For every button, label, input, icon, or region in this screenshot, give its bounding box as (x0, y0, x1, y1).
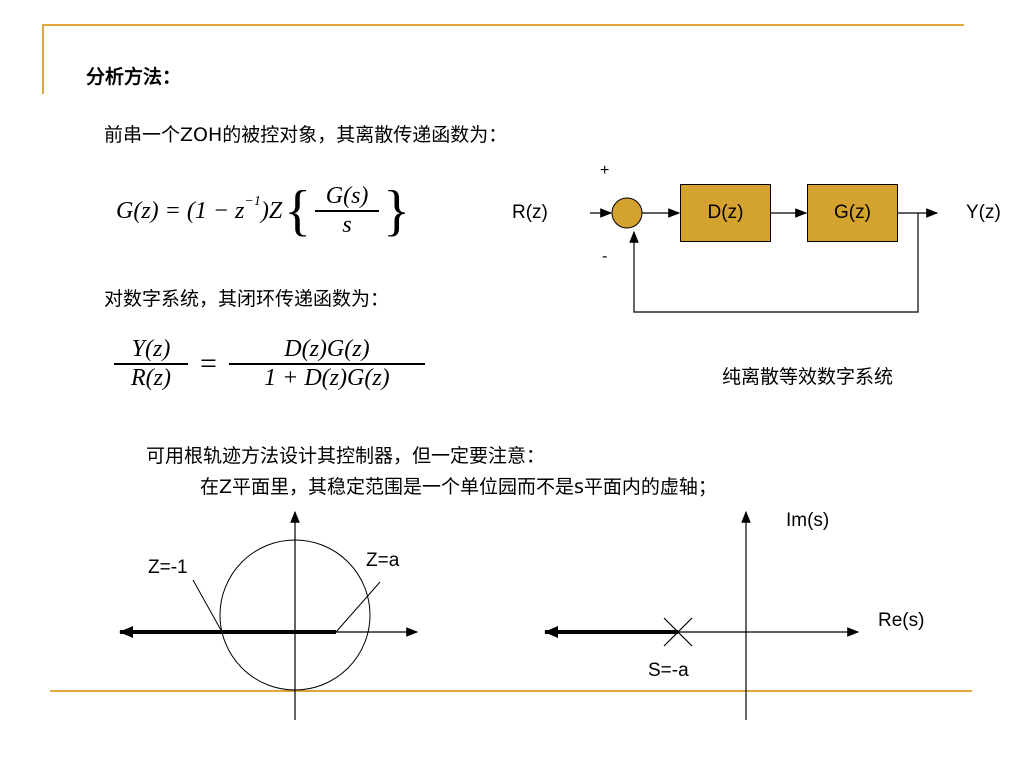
z-a-leader (335, 581, 381, 633)
eq1-lhs: G(z) = (1 − z (116, 197, 245, 224)
pole-cross-b (663, 617, 693, 647)
left-rule (42, 24, 44, 94)
eq2-lhs-denominator: R(z) (131, 364, 171, 391)
plant-block: G(z) (807, 184, 898, 242)
eq2-lhs-fraction: Y(z) R(z) (114, 336, 188, 392)
eq1-rhs: )Z (260, 197, 283, 224)
pole-label: S=-a (648, 660, 689, 681)
top-rule (42, 24, 964, 26)
eq2-rhs-numerator: D(z)G(z) (284, 336, 370, 362)
summing-junction (611, 197, 643, 229)
eq1-left-brace: { (284, 180, 312, 242)
eq2-lhs-numerator: Y(z) (131, 336, 171, 362)
feedback-wire (629, 213, 919, 313)
output-label: Y(z) (966, 202, 1001, 223)
eq2-rhs-bar (228, 363, 425, 365)
z-minus-one-leader (192, 579, 223, 633)
note-stability-region: 在Z平面里，其稳定范围是一个单位园而不是s平面内的虚轴； (200, 476, 717, 498)
input-label: R(z) (512, 202, 548, 223)
controller-block: D(z) (680, 184, 771, 242)
eq1-fraction: G(s) s (315, 183, 380, 239)
eq1-numerator: G(s) (325, 183, 369, 210)
bottom-rule (50, 690, 972, 692)
imag-axis-label: Im(s) (786, 510, 830, 531)
block-diagram-caption: 纯离散等效数字系统 (722, 366, 894, 388)
eq2-rhs-denominator: 1 + D(z)G(z) (264, 364, 390, 391)
eq1-fraction-bar (315, 210, 380, 212)
eq1-exponent: −1 (244, 194, 261, 209)
heading: 分析方法： (86, 66, 182, 88)
plus-sign: + (600, 162, 610, 179)
line-closed-loop-description: 对数字系统，其闭环传递函数为： (104, 288, 390, 310)
minus-sign: - (602, 248, 608, 265)
note-root-locus: 可用根轨迹方法设计其控制器，但一定要注意： (146, 445, 546, 467)
line-zoh-description: 前串一个ZOH的被控对象，其离散传递函数为： (104, 124, 508, 146)
equation-closed-loop: Y(z) R(z) = D(z)G(z) 1 + D(z)G(z) (114, 336, 425, 392)
eq1-right-brace: } (383, 180, 410, 242)
z-minus-one-label: Z=-1 (148, 557, 188, 578)
eq2-rhs-fraction: D(z)G(z) 1 + D(z)G(z) (228, 336, 425, 392)
unit-circle (219, 539, 371, 691)
z-a-label: Z=a (366, 550, 400, 571)
eq2-lhs-bar (114, 363, 188, 365)
real-axis-label: Re(s) (878, 610, 925, 631)
eq1-denominator: s (342, 211, 352, 238)
equation-discrete-transfer: G(z) = (1 − z −1 )Z { G(s) s } (116, 176, 410, 246)
eq2-equals: = (200, 346, 217, 380)
